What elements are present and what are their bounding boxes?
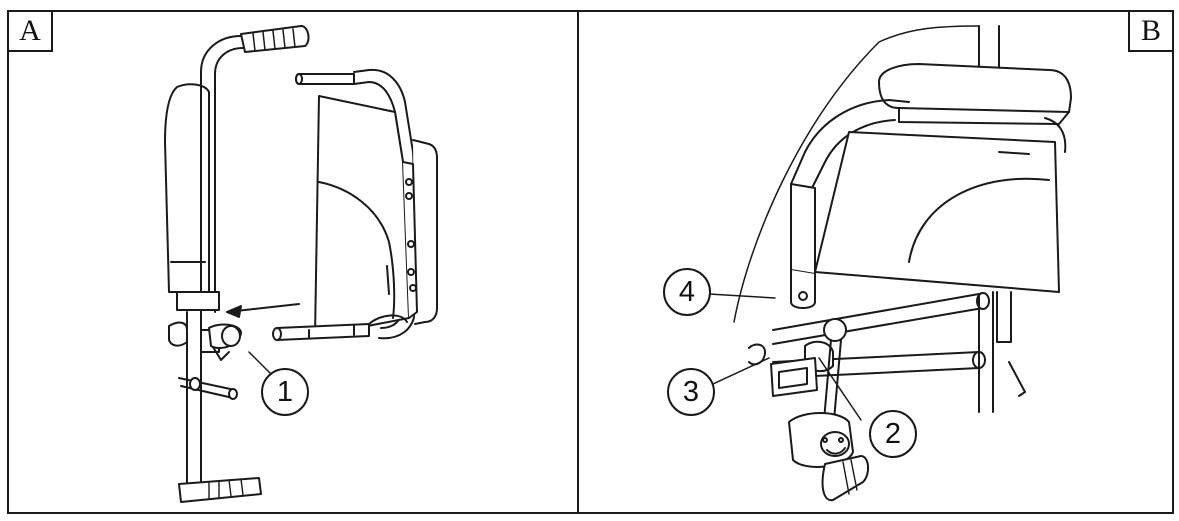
panel-b-label: B (1128, 12, 1172, 52)
callout-1: 1 (261, 368, 309, 416)
panel-a: A (7, 10, 579, 514)
callout-2: 2 (869, 410, 917, 458)
callout-4: 4 (663, 268, 711, 316)
panel-b: B (577, 10, 1174, 514)
armrest-lever-drawing (708, 25, 1072, 502)
panel-a-label: A (9, 12, 53, 52)
armrest-removal-drawing (164, 25, 438, 503)
callout-3: 3 (667, 368, 715, 416)
